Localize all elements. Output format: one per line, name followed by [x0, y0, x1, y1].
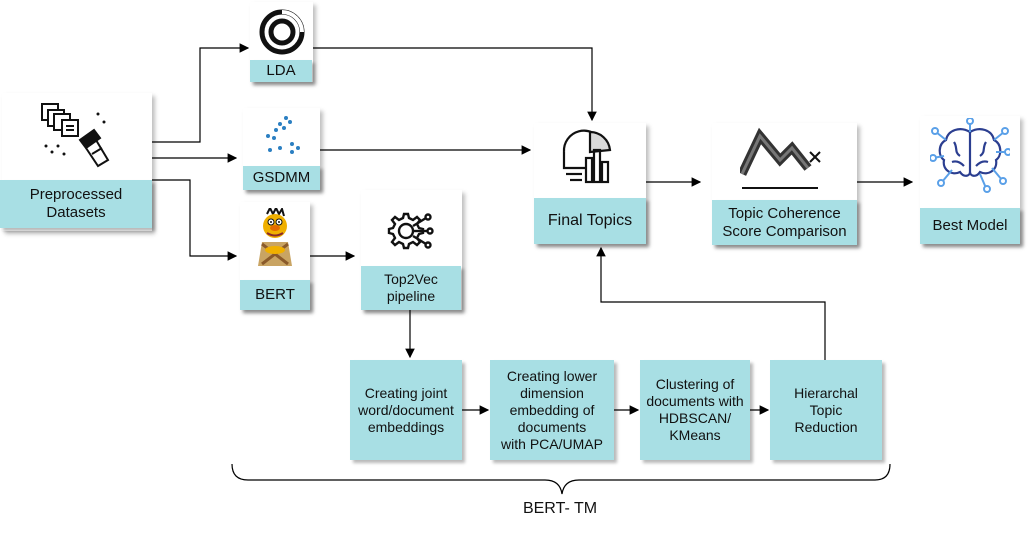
line-trend-icon: [740, 127, 821, 189]
bert-box: BERT: [240, 280, 310, 310]
step-clustering: Clustering of documents with HDBSCAN/ KM…: [640, 360, 750, 460]
arrow-step4-to-final: [596, 246, 826, 360]
bert-character-icon: [258, 208, 292, 266]
brace-label: BERT- TM: [522, 500, 598, 517]
best-model-box: Best Model: [920, 208, 1020, 244]
brace: [231, 463, 891, 495]
top2vec-box: Top2Vec pipeline: [361, 266, 461, 310]
chart-analysis-icon: [562, 129, 612, 184]
gear-network-icon: [387, 212, 434, 250]
step-topic-reduction: Hierarchal Topic Reduction: [770, 360, 882, 460]
gsdmm-box: GSDMM: [243, 166, 320, 190]
final-topics-box: Final Topics: [534, 198, 646, 244]
step-dimension-reduction: Creating lower dimension embedding of do…: [490, 360, 614, 460]
scatter-dots-icon: [266, 116, 300, 154]
lda-box: LDA: [250, 60, 312, 82]
topic-coherence-box: Topic Coherence Score Comparison: [712, 200, 857, 245]
preprocessed-datasets-box: Preprocessed Datasets: [0, 180, 152, 228]
lda-logo-icon: [259, 9, 305, 55]
arrow-to-bert: [152, 179, 238, 261]
arrow-lda-to-final: [313, 47, 597, 122]
dataset-cleaning-icon: [41, 103, 110, 168]
brain-circuit-icon: [930, 118, 1010, 193]
step-joint-embeddings: Creating joint word/document embeddings: [350, 360, 462, 460]
arrow-to-lda: [152, 43, 250, 143]
